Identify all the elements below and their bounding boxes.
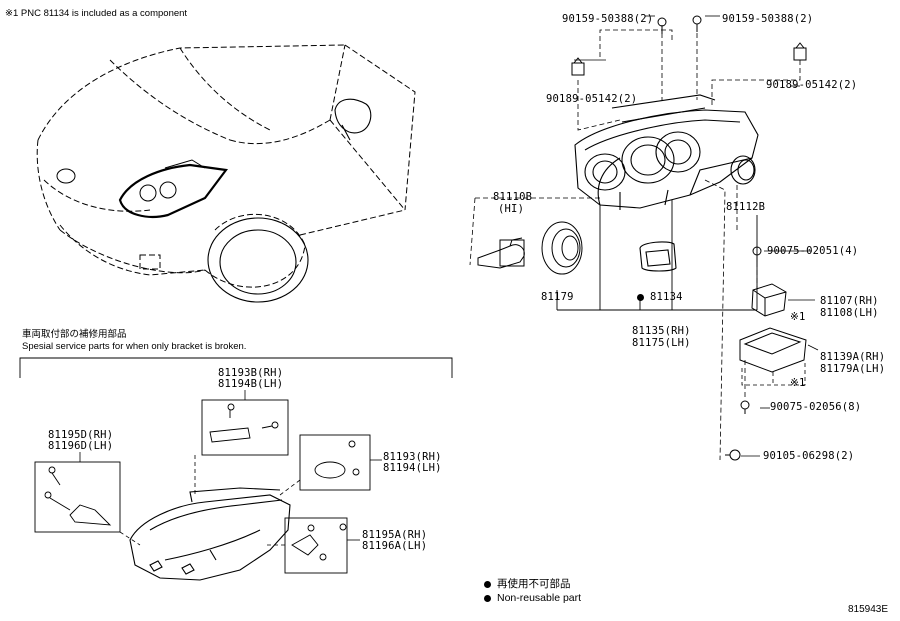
label-81179: 81179	[541, 291, 574, 303]
nonreusable-dot-icon	[637, 293, 644, 301]
nut-90189-right	[793, 42, 807, 61]
legend-dot-icon	[484, 580, 491, 588]
component-note: ※1 PNC 81134 is included as a component	[5, 8, 188, 19]
screw-90159-left	[657, 17, 667, 34]
label-81112b: 81112B	[726, 201, 766, 213]
label-90075-02056: 90075-02056(8)	[770, 401, 862, 413]
actuator-81107	[751, 283, 787, 317]
screw-90105	[725, 449, 741, 461]
label-81175: 81175(LH)	[632, 337, 691, 349]
kit-box-81195d	[34, 461, 121, 533]
bulb-81110b	[477, 237, 525, 269]
car-front-illustration	[36, 44, 416, 288]
kit-box-81193b	[201, 399, 289, 456]
label-90075-02051: 90075-02051(4)	[767, 245, 859, 257]
label-81195a: 81195A(RH)	[362, 529, 428, 541]
car-logo	[56, 168, 76, 184]
nut-90189-left	[571, 57, 585, 76]
screw-90159-right	[692, 15, 702, 32]
label-81110b: 81110B	[493, 191, 533, 203]
figure-id: 815943E	[848, 604, 889, 615]
label-90105: 90105-06298(2)	[763, 450, 855, 462]
label-81139a: 81139A(RH)	[820, 351, 886, 363]
service-parts-title-jp: 車両取付部の補修用部品	[22, 329, 127, 340]
screw-90075-02051	[752, 246, 762, 262]
label-note-mark-1: ※1	[790, 311, 806, 323]
leader-lines-main	[469, 25, 801, 461]
kit-box-81195a	[284, 517, 348, 574]
leader-lines-service	[119, 455, 301, 546]
label-81179a: 81179A(LH)	[820, 363, 886, 375]
label-81196d: 81196D(LH)	[48, 440, 114, 452]
label-81134: 81134	[637, 292, 683, 303]
label-90189-right: 90189-05142(2)	[766, 79, 858, 91]
label-81194: 81194(LH)	[383, 462, 442, 474]
screw-90075-02056	[740, 400, 750, 414]
label-81107: 81107(RH)	[820, 295, 879, 307]
label-90189-left: 90189-05142(2)	[546, 93, 638, 105]
label-90159-right: 90159-50388(2)	[722, 13, 814, 25]
service-parts-bracket	[19, 357, 453, 378]
label-81195d: 81195D(RH)	[48, 429, 114, 441]
label-note-mark-2: ※1	[790, 377, 806, 389]
label-81193: 81193(RH)	[383, 451, 442, 463]
legend-dot-icon	[484, 594, 491, 602]
label-81196a: 81196A(LH)	[362, 540, 428, 552]
label-81193b: 81193B(RH)	[218, 367, 284, 379]
ring-81179	[541, 221, 583, 275]
gasket-81134	[639, 241, 677, 272]
kit-box-81193	[299, 434, 371, 491]
service-parts-title-en: Spesial service parts for when only brac…	[22, 341, 247, 352]
car-highlighted-headlamp	[118, 163, 228, 218]
module-81139a	[739, 327, 807, 373]
label-90159-left: 90159-50388(2)	[562, 13, 654, 25]
headlamp-assembly	[574, 94, 759, 210]
bulb-cover-81112b	[730, 155, 756, 185]
label-81108: 81108(LH)	[820, 307, 879, 319]
legend-nonreusable-en: Non-reusable part	[484, 592, 581, 604]
car-wheel	[207, 217, 309, 303]
label-81135: 81135(RH)	[632, 325, 691, 337]
lower-headlamp	[129, 487, 291, 581]
label-81110b-hi: (HI)	[498, 203, 525, 215]
label-81194b: 81194B(LH)	[218, 378, 284, 390]
car-mirror	[334, 98, 372, 141]
legend-nonreusable-jp: 再使用不可部品	[484, 576, 571, 591]
solid-leaders-main	[556, 200, 758, 311]
